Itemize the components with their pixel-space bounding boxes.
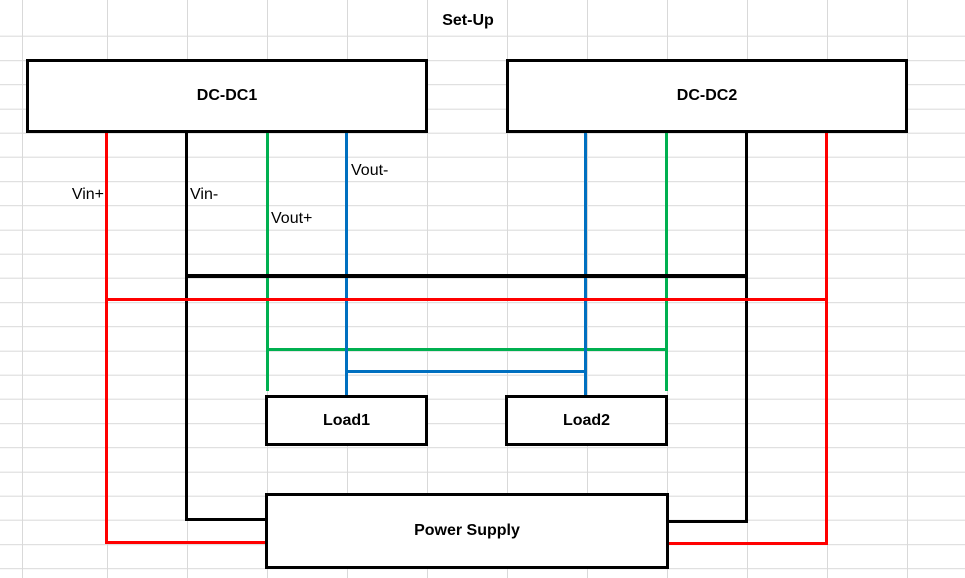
dcdc1-box: DC-DC1 [26, 59, 428, 133]
dcdc2-vout-minus-wire [584, 131, 587, 397]
dcdc2-vout-plus-wire [665, 131, 668, 391]
vin-plus-to-psu-left-wire [105, 541, 268, 544]
load2-label: Load2 [562, 411, 611, 429]
power-supply-label: Power Supply [414, 522, 520, 539]
vout-plus-label: Vout+ [271, 210, 313, 227]
load2-box: Load2 [505, 395, 668, 446]
dcdc1-vout-minus-wire [345, 131, 348, 397]
vout-minus-bus-wire [345, 370, 587, 373]
vout-minus-label: Vout- [351, 162, 389, 179]
dcdc2-box: DC-DC2 [506, 59, 908, 133]
vin-minus-label: Vin- [190, 186, 219, 203]
vin-plus-bus-wire [105, 298, 828, 301]
dcdc2-label: DC-DC2 [676, 87, 738, 104]
load1-box: Load1 [265, 395, 428, 446]
dcdc1-vin-minus-wire [185, 131, 188, 521]
vin-plus-to-psu-right-wire [667, 542, 828, 545]
dcdc1-vout-plus-wire [266, 131, 269, 391]
dcdc1-vin-plus-wire [105, 131, 108, 544]
power-supply-box: Power Supply [265, 493, 669, 569]
diagram-title: Set-Up [442, 12, 494, 29]
dcdc1-label: DC-DC1 [196, 87, 258, 104]
vout-plus-bus-wire [266, 348, 668, 351]
vin-plus-label: Vin+ [71, 186, 104, 203]
vin-minus-bus-wire [185, 274, 748, 278]
load1-label: Load1 [322, 411, 371, 429]
vin-minus-to-psu-right-wire [667, 520, 748, 523]
dcdc2-vin-minus-wire [745, 131, 748, 523]
vin-minus-to-psu-left-wire [185, 518, 268, 521]
dcdc2-vin-plus-wire [825, 131, 828, 545]
